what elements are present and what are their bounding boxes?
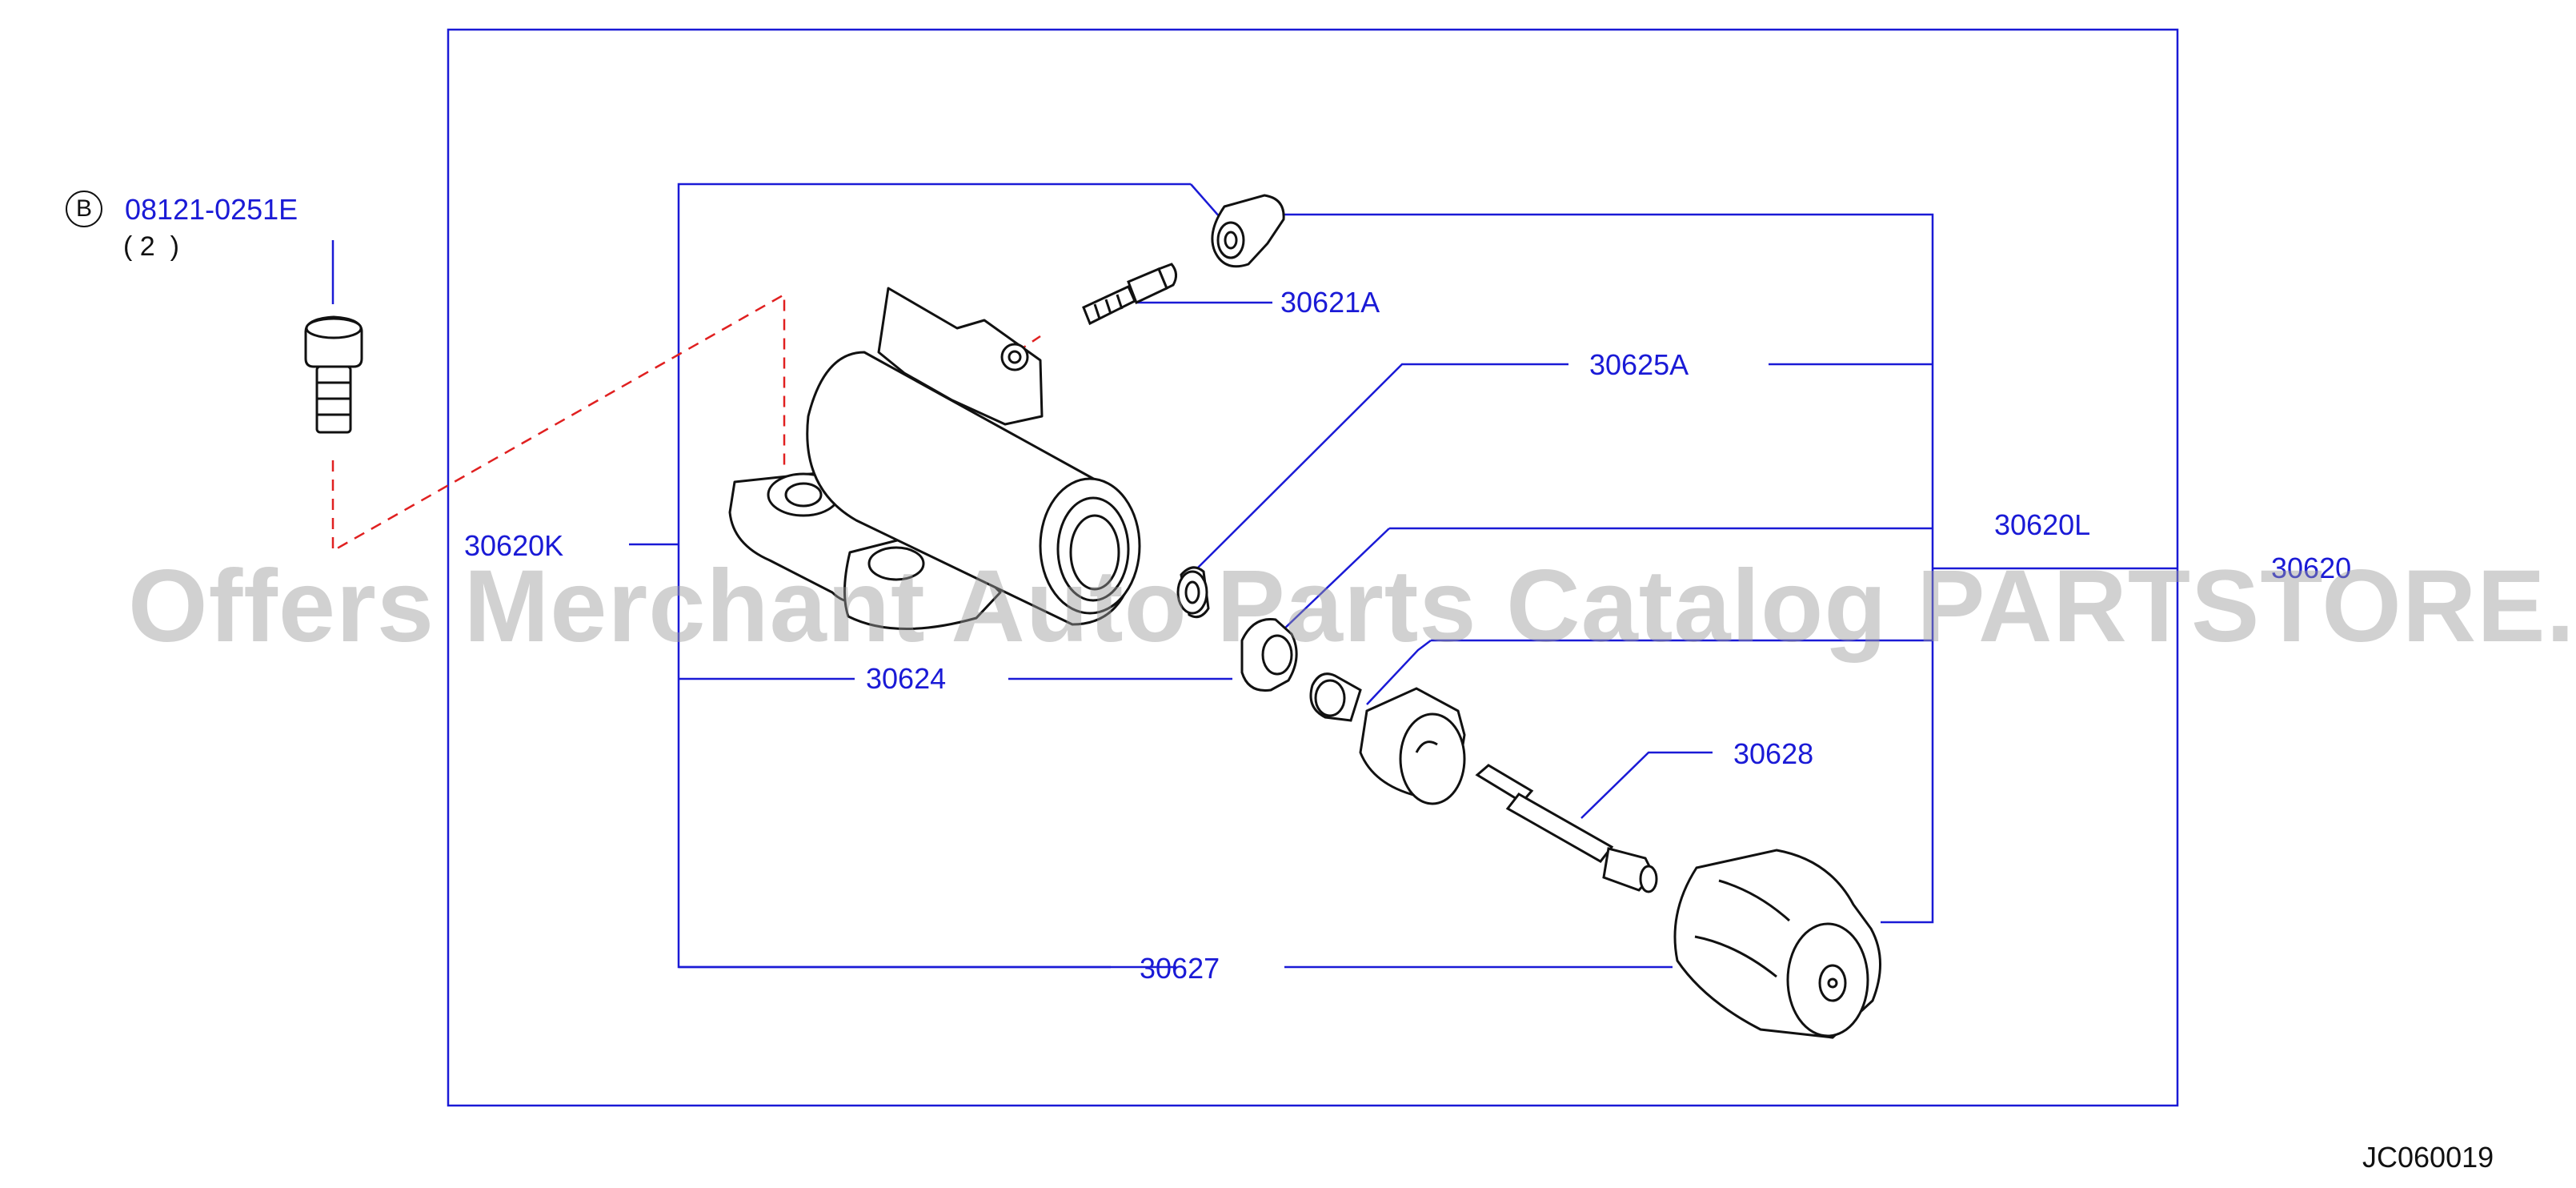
callout-30627[interactable]: 30627: [1140, 952, 1220, 985]
seal-30625a[interactable]: [1176, 566, 1210, 619]
callout-30620l[interactable]: 30620L: [1994, 508, 2091, 541]
diagram-id: JC060019: [2362, 1141, 2494, 1174]
cylinder-body-30620[interactable]: [728, 287, 1141, 630]
callout-30624[interactable]: 30624: [866, 662, 947, 695]
callout-30620k[interactable]: 30620K: [464, 529, 564, 562]
watermark-text: Offers Merchant Auto Parts Catalog PARTS…: [128, 549, 2576, 664]
push-rod-30628[interactable]: [1475, 764, 1658, 893]
bleeder-cap[interactable]: [1211, 194, 1285, 268]
bracket-30620k: [629, 183, 1673, 969]
callout-30621a[interactable]: 30621A: [1280, 286, 1380, 319]
bolt-part-number[interactable]: 08121-0251E: [125, 193, 298, 226]
bracket-30620l: [1279, 213, 2177, 924]
piston-cup-30624[interactable]: [1240, 618, 1298, 692]
callout-30625a[interactable]: 30625A: [1589, 348, 1689, 381]
bolt-quantity: ( 2 ): [123, 231, 179, 262]
bolt-marker-circle: B: [66, 191, 102, 227]
piston-30627[interactable]: [1359, 687, 1466, 805]
leader-lines: [331, 183, 1713, 819]
piston-tip[interactable]: [1309, 672, 1362, 722]
callout-30620[interactable]: 30620: [2271, 552, 2352, 584]
callout-30628[interactable]: 30628: [1733, 737, 1814, 770]
bleeder-screw-30621a[interactable]: [1082, 263, 1177, 326]
dust-boot[interactable]: [1673, 849, 1881, 1039]
bolt-part[interactable]: [304, 315, 363, 434]
